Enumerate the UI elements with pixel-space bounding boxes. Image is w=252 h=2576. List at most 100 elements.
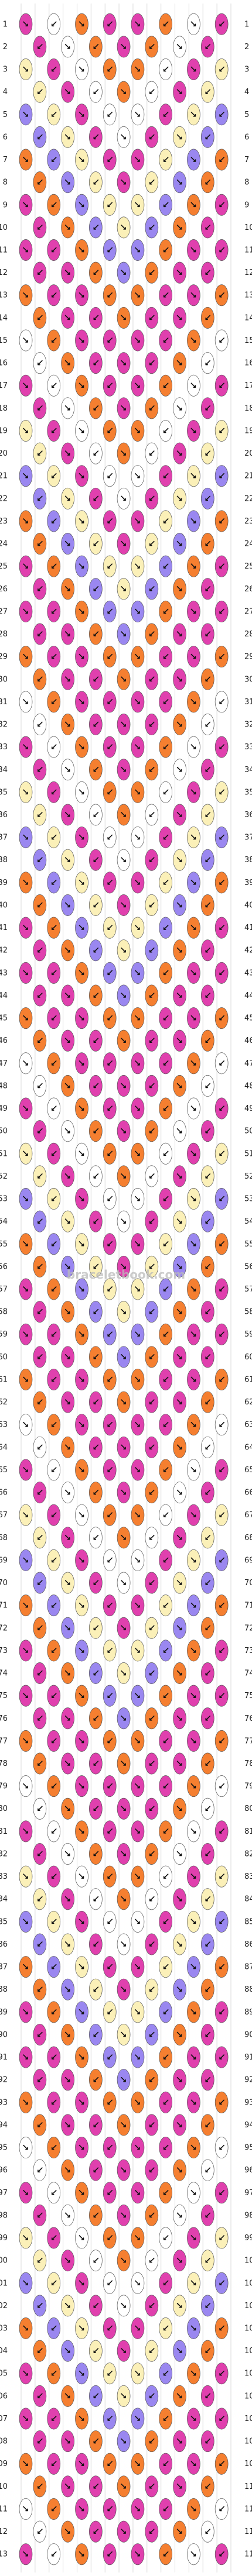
knot-arrow-icon	[107, 1648, 113, 1653]
knot	[173, 36, 186, 58]
knot-arrow-icon	[176, 1761, 182, 1766]
knot	[145, 1029, 159, 1052]
row-number-left: 96	[0, 2166, 8, 2175]
knot-arrow-icon	[205, 1263, 211, 1269]
row-number-right: 93	[244, 2098, 252, 2107]
knot-arrow-icon	[107, 292, 113, 298]
knot	[47, 1730, 61, 1752]
row-number-left: 68	[0, 1534, 8, 1542]
knot-arrow-icon	[79, 2280, 84, 2286]
knot	[187, 2363, 200, 2385]
knot-arrow-icon	[64, 1128, 70, 1134]
knot-arrow-icon	[121, 1806, 126, 1812]
knot-arrow-icon	[149, 2212, 155, 2218]
knot	[173, 1933, 186, 1955]
knot	[33, 1752, 47, 1775]
row-number-right: 83	[244, 1872, 252, 1881]
row-number-right: 102	[244, 2302, 252, 2310]
knot	[61, 306, 74, 329]
row-number-left: 109	[0, 2460, 8, 2468]
row-number-right: 4	[244, 88, 249, 97]
knot	[117, 2340, 131, 2362]
knot-arrow-icon	[176, 1038, 182, 1043]
row-number-right: 54	[244, 1217, 252, 1226]
row-number-right: 46	[244, 1036, 252, 1045]
knot-arrow-icon	[93, 2031, 99, 2037]
knot	[61, 1391, 74, 1413]
row-number-right: 20	[244, 449, 252, 458]
knot	[61, 1978, 74, 2000]
knot	[61, 2340, 74, 2362]
knot-arrow-icon	[38, 1670, 43, 1676]
knot-arrow-icon	[23, 1512, 28, 1517]
knot	[200, 1436, 214, 1458]
knot-arrow-icon	[107, 1060, 113, 1066]
knot-arrow-icon	[64, 1173, 70, 1179]
knot-arrow-icon	[23, 2280, 28, 2286]
knot	[159, 284, 173, 306]
knot-arrow-icon	[107, 1015, 113, 1021]
knot	[103, 872, 117, 894]
knot	[159, 555, 173, 577]
knot	[88, 804, 103, 826]
knot	[47, 781, 61, 803]
knot	[159, 2317, 173, 2339]
row-number-right: 23	[244, 517, 252, 526]
knot-arrow-icon	[219, 1421, 224, 1427]
knot-arrow-icon	[23, 1421, 28, 1427]
knot-arrow-icon	[93, 315, 99, 321]
knot-arrow-icon	[163, 2551, 169, 2557]
knot	[131, 1640, 145, 1662]
knot	[88, 1617, 103, 1639]
knot	[131, 465, 145, 487]
knot	[61, 1165, 74, 1187]
knot-arrow-icon	[107, 563, 113, 569]
row-number-left: 14	[0, 314, 8, 322]
knot-arrow-icon	[107, 1964, 113, 1969]
knot-arrow-icon	[176, 405, 182, 411]
knot	[88, 171, 103, 194]
knot-arrow-icon	[64, 315, 70, 321]
knot-arrow-icon	[163, 2099, 169, 2105]
knot	[187, 2227, 200, 2249]
knot-arrow-icon	[149, 405, 155, 411]
knot-arrow-icon	[163, 699, 169, 704]
row-number-right: 110	[244, 2482, 252, 2491]
knot-arrow-icon	[176, 1535, 182, 1540]
row-number-right: 45	[244, 1014, 252, 1023]
knot-arrow-icon	[79, 1241, 84, 1246]
knot-arrow-icon	[107, 157, 113, 162]
knot	[103, 2001, 117, 2023]
knot-arrow-icon	[51, 247, 57, 253]
knot	[75, 2227, 88, 2249]
knot	[117, 2430, 131, 2453]
knot	[33, 1527, 47, 1549]
knot-arrow-icon	[219, 699, 224, 704]
knot-arrow-icon	[219, 247, 224, 253]
knot-arrow-icon	[135, 1783, 140, 1789]
knot-arrow-icon	[51, 2099, 57, 2105]
row-number-left: 92	[0, 2076, 8, 2085]
knot-arrow-icon	[107, 383, 113, 388]
knot	[47, 2182, 61, 2204]
knot	[47, 374, 61, 397]
row-number-right: 13	[244, 291, 252, 300]
row-number-right: 5	[244, 111, 249, 119]
knot	[61, 759, 74, 781]
knot	[200, 668, 214, 690]
row-number-left: 54	[0, 1217, 8, 1226]
knot	[200, 2295, 214, 2317]
knot-arrow-icon	[176, 1308, 182, 1314]
knot	[214, 1685, 229, 1707]
knot	[200, 1301, 214, 1323]
knot-arrow-icon	[190, 2280, 196, 2286]
knot-arrow-icon	[163, 1467, 169, 1472]
knot-arrow-icon	[135, 789, 140, 795]
knot-arrow-icon	[38, 1399, 43, 1404]
row-number-left: 53	[0, 1195, 8, 1204]
knot	[75, 58, 88, 81]
knot	[187, 149, 200, 171]
row-number-right: 64	[244, 1443, 252, 1452]
knot-arrow-icon	[149, 721, 155, 727]
knot	[187, 1007, 200, 1029]
